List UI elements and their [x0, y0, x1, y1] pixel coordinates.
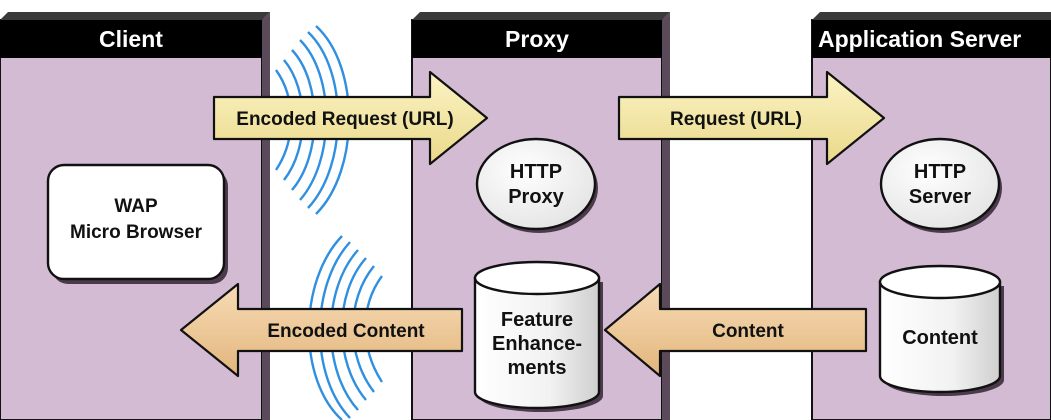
- encoded-request-label: Encoded Request (URL): [236, 109, 453, 130]
- http-server-line2: Server: [909, 186, 971, 208]
- request-label: Request (URL): [670, 109, 802, 130]
- http-proxy-node: HTTP Proxy: [475, 137, 598, 233]
- client-header: Client: [99, 26, 163, 52]
- feature-enhancements-store: Feature Enhance- ments: [473, 260, 603, 412]
- browser-label-line1: WAP: [114, 196, 158, 217]
- content-store-label: Content: [902, 327, 978, 349]
- wap-micro-browser-box: WAP Micro Browser: [46, 163, 228, 284]
- content-label: Content: [712, 321, 784, 342]
- encoded-content-arrow: Encoded Content: [179, 282, 464, 378]
- feature-line3: ments: [508, 357, 567, 379]
- content-store: Content: [878, 264, 1004, 396]
- http-server-node: HTTP Server: [879, 137, 1002, 233]
- proxy-header: Proxy: [505, 26, 569, 52]
- http-proxy-line1: HTTP: [510, 161, 562, 183]
- feature-line2: Enhance-: [492, 333, 582, 355]
- browser-label-line2: Micro Browser: [70, 222, 203, 243]
- content-arrow: Content: [603, 282, 868, 378]
- encoded-content-label: Encoded Content: [267, 321, 425, 342]
- request-arrow: Request (URL): [617, 70, 886, 166]
- http-server-line1: HTTP: [914, 161, 966, 183]
- feature-line1: Feature: [501, 309, 573, 331]
- encoded-request-arrow: Encoded Request (URL): [212, 70, 489, 166]
- http-proxy-line2: Proxy: [508, 186, 564, 208]
- server-header: Application Server: [818, 26, 1021, 52]
